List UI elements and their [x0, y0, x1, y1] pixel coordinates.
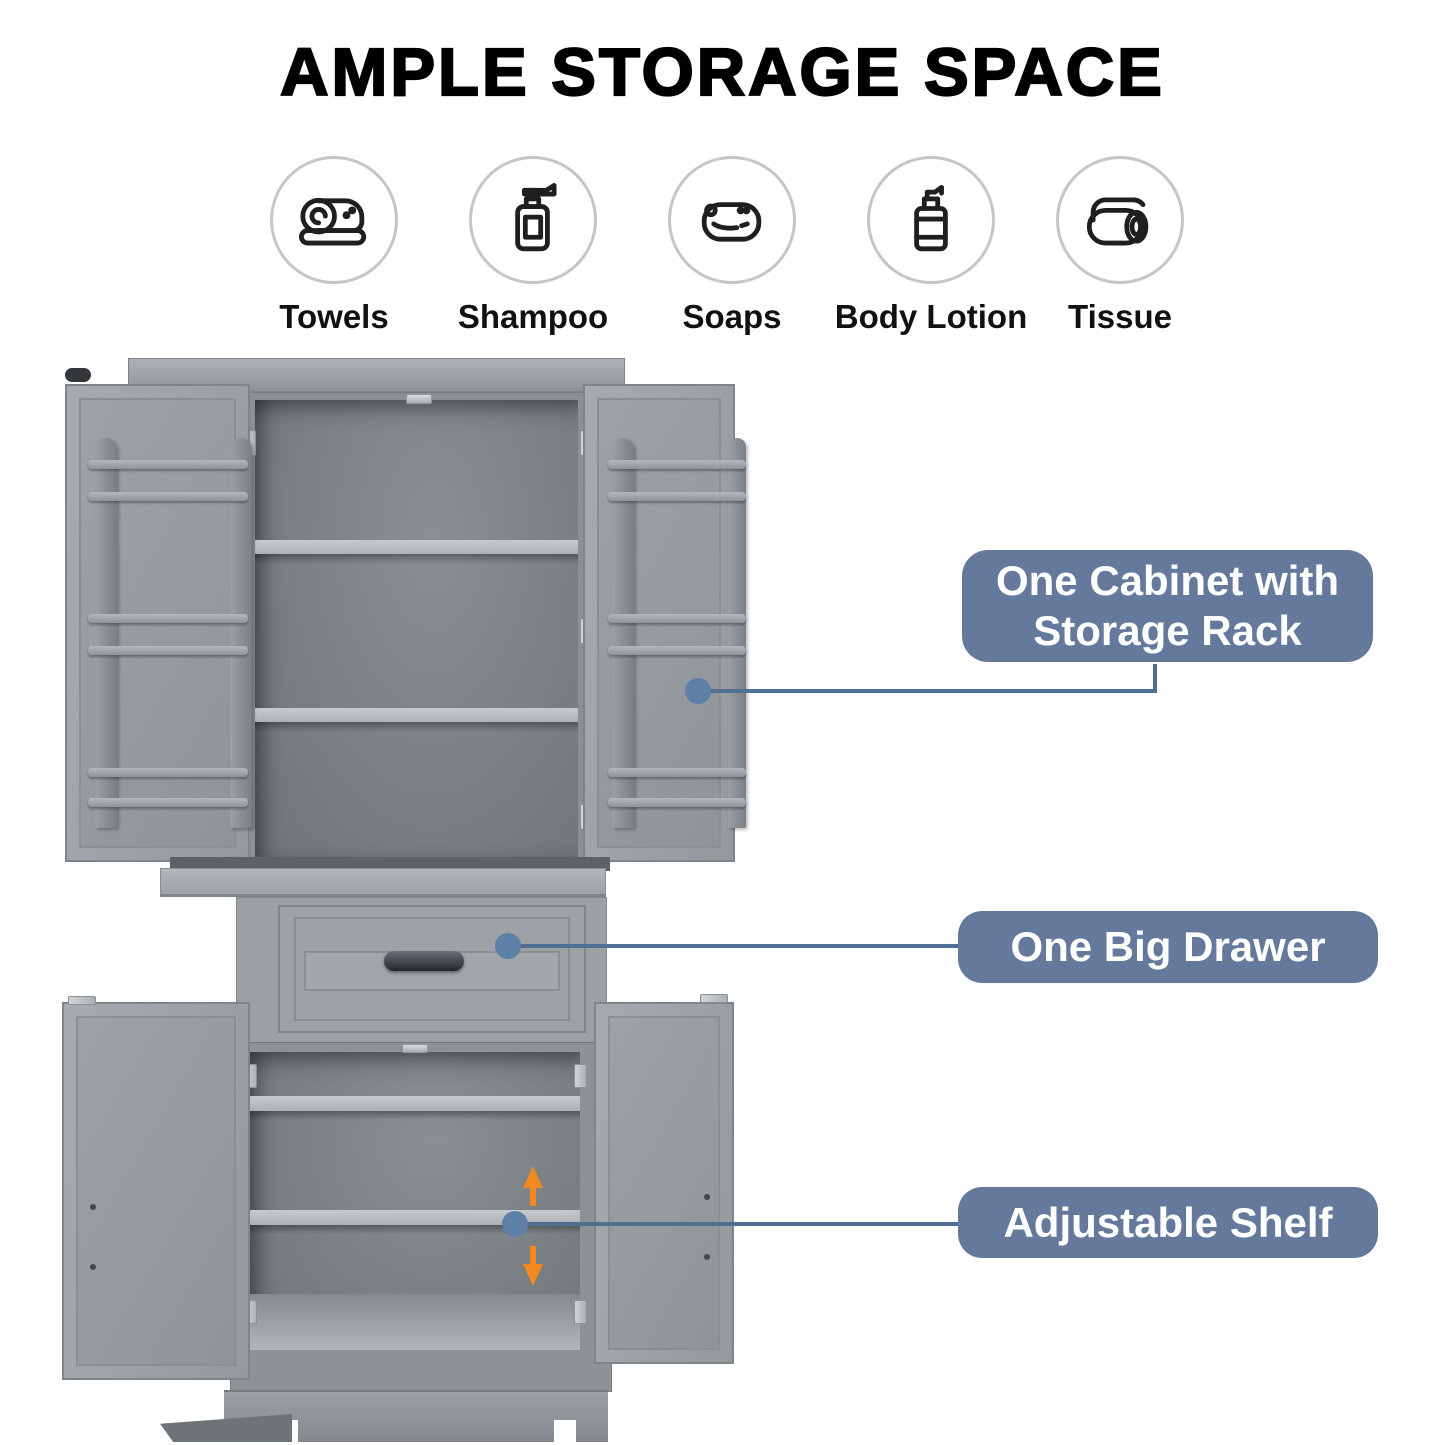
feature-body-lotion: Body Lotion: [831, 156, 1031, 336]
drawer-front: [278, 905, 586, 1033]
lower-shelf-adjustable: [250, 1210, 580, 1225]
rack-bar: [88, 798, 248, 807]
feature-label: Towels: [279, 298, 389, 335]
feature-label: Soaps: [682, 298, 782, 335]
rack-bar: [608, 646, 746, 655]
soap-bar-icon: [668, 156, 796, 284]
feature-label: Body Lotion: [834, 298, 1028, 335]
screw: [704, 1254, 710, 1260]
feature-towels: Towels: [234, 156, 434, 336]
rack-bar: [608, 614, 746, 623]
rack-support: [612, 438, 634, 828]
lotion-bottle-icon: [867, 156, 995, 284]
lower-shelf-fixed: [250, 1096, 580, 1111]
upper-cabinet-interior: [255, 400, 578, 857]
rack-bar: [608, 798, 746, 807]
shelf-shadow: [255, 722, 578, 732]
door-panel: [76, 1016, 236, 1366]
page-title: AMPLE STORAGE SPACE: [279, 34, 1165, 111]
drawer-handle: [384, 951, 464, 971]
feature-tissue: Tissue: [1020, 156, 1220, 336]
rack-bar: [88, 614, 248, 623]
rack-support: [230, 438, 252, 828]
rack-support: [728, 438, 746, 828]
storage-cabinet-illustration: [60, 352, 750, 1445]
console-underside-shadow: [170, 857, 610, 871]
upper-shelf-2: [255, 708, 578, 722]
feature-soaps: Soaps: [632, 156, 832, 336]
screw: [90, 1204, 96, 1210]
upper-shelf-1: [255, 540, 578, 554]
connector-storage-rack: [698, 664, 1157, 693]
corner-hinge: [700, 994, 728, 1003]
callout-adjustable-shelf: Adjustable Shelf: [958, 1187, 1378, 1258]
hinge: [574, 1064, 587, 1088]
towel-roll-icon: [270, 156, 398, 284]
corner-hinge: [68, 996, 96, 1005]
shelf-shadow: [250, 1111, 580, 1120]
tissue-roll-icon: [1056, 156, 1184, 284]
rack-bar: [88, 460, 248, 469]
rack-bar: [608, 492, 746, 501]
upper-right-door: [583, 384, 735, 862]
lower-right-door: [594, 1002, 734, 1364]
screw: [90, 1264, 96, 1270]
lower-cabinet-floor: [250, 1294, 580, 1350]
callout-cabinet-storage-rack: One Cabinet with Storage Rack: [962, 550, 1373, 662]
rack-bar: [608, 768, 746, 777]
door-latch: [406, 394, 432, 404]
rack-support: [95, 438, 117, 828]
feature-label: Shampoo: [457, 298, 609, 335]
rack-bar: [88, 646, 248, 655]
lower-left-door: [62, 1002, 250, 1380]
upper-left-door: [65, 384, 250, 862]
rack-bar: [88, 492, 248, 501]
rack-bar: [88, 768, 248, 777]
shelf-shadow: [255, 554, 578, 564]
shampoo-pump-bottle-icon: [469, 156, 597, 284]
door-panel: [608, 1016, 720, 1350]
callout-text-line: Storage Rack: [1033, 607, 1302, 654]
door-top-latch-knob: [65, 368, 91, 382]
hinge: [574, 1300, 587, 1324]
callout-big-drawer: One Big Drawer: [958, 911, 1378, 983]
callout-text-line: One Cabinet with: [995, 557, 1339, 604]
drawer-frame-groove: [294, 917, 570, 1021]
rack-bar: [608, 460, 746, 469]
callout-text-line: Adjustable Shelf: [1003, 1198, 1333, 1246]
console-top-surface: [160, 868, 606, 897]
foot-notch: [554, 1420, 576, 1442]
shelf-shadow: [250, 1225, 580, 1234]
screw: [704, 1194, 710, 1200]
callout-text-line: One Big Drawer: [1010, 923, 1326, 970]
door-latch: [402, 1044, 428, 1053]
feature-shampoo: Shampoo: [433, 156, 633, 336]
feature-label: Tissue: [1068, 298, 1172, 335]
